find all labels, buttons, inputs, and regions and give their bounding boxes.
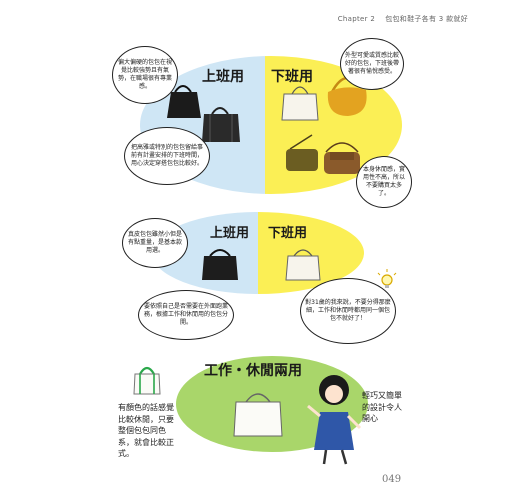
green-handled-tote-small-illustration: [133, 366, 161, 395]
running-header: Chapter 2 包包和鞋子各有 3 款就好: [338, 14, 468, 24]
bubble-leisure-cute-bags: 外型可愛或質感比較好的包包，下班後帶著很有愉悅感受。: [340, 38, 404, 90]
lightbulb-icon: [377, 269, 397, 288]
note-light-simple-design: 輕巧又簡單的設計令人開心: [362, 391, 402, 424]
panel2-work-label: 上班用: [210, 226, 250, 241]
olive-crossbody-bag-illustration: [286, 134, 318, 171]
large-canvas-tote-illustration: [233, 393, 283, 437]
girl-character-illustration: [307, 375, 362, 465]
bubble-leisure-casual-note: 本身休閒感，實用性不高，所以不要購買太多了。: [356, 156, 412, 208]
bubble-leather-bag-note: 真皮包包雖然小但是有點重量，是基本款用選。: [122, 218, 188, 268]
panel1-work-label: 上班用: [202, 69, 244, 85]
bubble-work-special-bags: 把高雅或特別的包包留給事前有計畫安排的下班時間，用心決定穿搭包包比較好。: [124, 127, 210, 185]
chapter-title: 包包和鞋子各有 3 款就好: [385, 15, 468, 23]
chapter-label: Chapter 2: [337, 15, 376, 23]
bubble-work-large-bags: 偏大偏硬的包包在視覺比較強勢且有氣勢，在職場很有專業感。: [112, 46, 178, 104]
canvas-tote-illustration-2: [285, 249, 321, 281]
panel2-leisure-label: 下班用: [268, 226, 308, 241]
brown-satchel-bag-illustration: [324, 142, 360, 174]
striped-tote-illustration: [202, 107, 240, 142]
panel3-dual-use-label: 工作・休閒兩用: [204, 363, 302, 379]
page-number: 049: [382, 474, 402, 485]
bubble-separate-bags-note: 要依照自己是否需要在外面跑業務，根據工作和休閒用的包包分開。: [138, 290, 234, 340]
note-color-casual-formal: 有顏色的話感覺比較休閒，只要整個包包同色系，就會比較正式。: [118, 403, 174, 459]
bubble-one-bag-opinion: 對31歲的我來說，不要分得那麼細，工作和休閒時都用同一個包包不就好了！: [300, 278, 396, 344]
canvas-tote-illustration: [281, 86, 319, 121]
black-handbag-illustration: [167, 85, 201, 118]
black-leather-bag-illustration: [202, 249, 238, 280]
panel1-leisure-label: 下班用: [271, 69, 313, 85]
